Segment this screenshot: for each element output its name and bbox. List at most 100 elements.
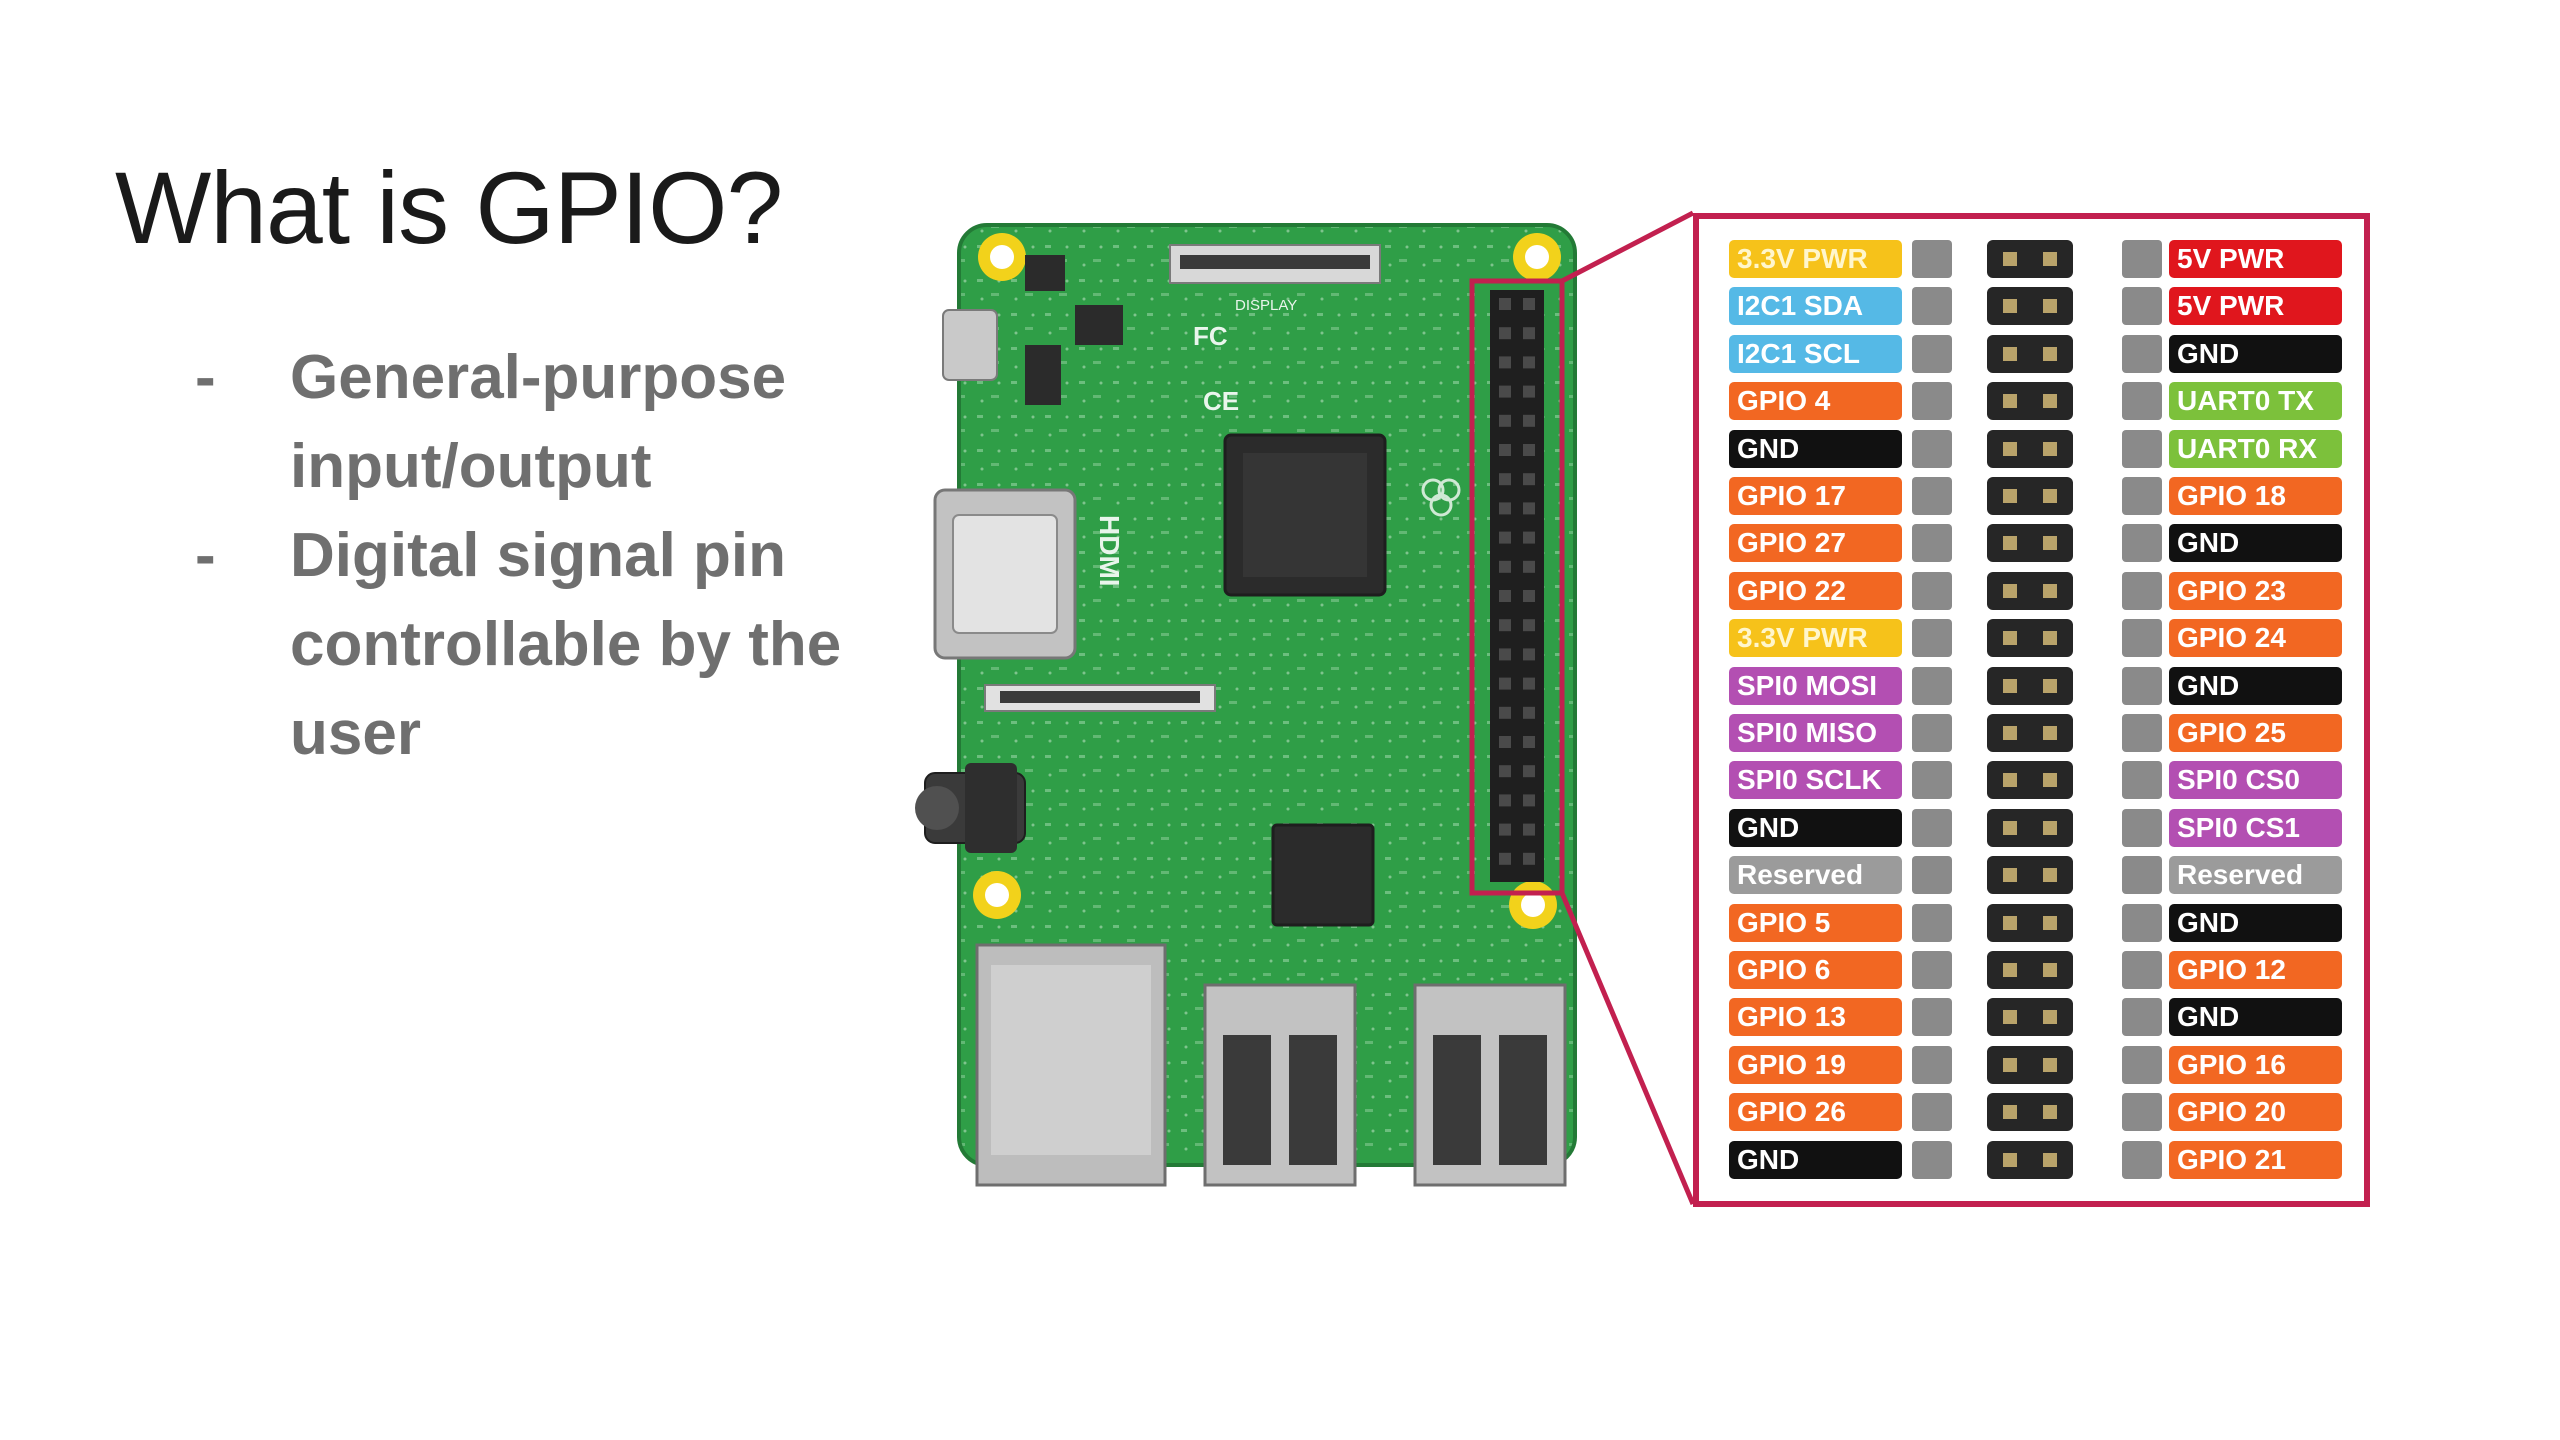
raspberry-pi-board: DISPLAY FC CE HDMI	[915, 210, 1696, 1205]
pin-label-left: GPIO 4	[1729, 382, 1902, 421]
pin-label-left: I2C1 SCL	[1729, 334, 1902, 373]
header-pin	[1499, 677, 1511, 690]
pin-row: GPIO 19 GPIO 16	[1699, 1045, 2364, 1084]
pin-marker-left	[1912, 524, 1952, 563]
pin-marker-right	[2122, 903, 2162, 942]
pin-marker-right	[2122, 1140, 2162, 1179]
header-pin	[1523, 852, 1535, 865]
header-pin	[1499, 502, 1511, 515]
pin-marker-left	[1912, 240, 1952, 278]
pin-marker-right	[2122, 619, 2162, 658]
pin-label-right: GPIO 24	[2169, 619, 2342, 658]
pin-label-left: SPI0 MOSI	[1729, 666, 1902, 705]
bullet-item: - Digital signal pin controllable by the…	[195, 511, 885, 778]
pin-marker-left	[1912, 998, 1952, 1037]
pin-marker-left	[1912, 1140, 1952, 1179]
pin-marker-left	[1912, 1093, 1952, 1132]
header-pin-pair	[1987, 477, 2073, 515]
pin-marker-right	[2122, 477, 2162, 515]
header-pin	[1523, 677, 1535, 690]
pin-marker-left	[1912, 1045, 1952, 1084]
slide-title: What is GPIO?	[115, 151, 783, 265]
pin-marker-right	[2122, 334, 2162, 373]
bullet-text: Digital signal pin controllable by the u…	[290, 521, 842, 768]
header-pin	[1523, 298, 1535, 310]
header-pin	[1523, 473, 1535, 486]
header-pin	[1499, 794, 1511, 807]
pin-marker-right	[2122, 856, 2162, 895]
pin-marker-left	[1912, 619, 1952, 658]
display-label: DISPLAY	[1235, 297, 1297, 314]
header-pin	[1499, 706, 1511, 719]
header-pin-pair	[1987, 382, 2073, 421]
pin-label-left: GND	[1729, 1140, 1902, 1179]
header-pin	[1499, 385, 1511, 398]
header-pin	[1523, 560, 1535, 573]
pin-label-right: GPIO 16	[2169, 1045, 2342, 1084]
pin-label-left: GPIO 22	[1729, 571, 1902, 610]
header-pin	[1499, 444, 1511, 456]
header-pin	[1523, 823, 1535, 836]
header-pin	[1523, 502, 1535, 515]
pin-label-right: UART0 RX	[2169, 429, 2342, 468]
ce-mark: CE	[1203, 386, 1239, 416]
usb-ports	[1203, 983, 1567, 1187]
bullet-list: - General-purpose input/output - Digital…	[195, 333, 885, 778]
pin-label-right: GND	[2169, 998, 2342, 1037]
header-pin-pair	[1987, 571, 2073, 610]
header-pin	[1523, 648, 1535, 661]
header-pin	[1523, 327, 1535, 340]
header-pin-pair	[1987, 1140, 2073, 1179]
pin-row: I2C1 SCL GND	[1699, 334, 2364, 373]
header-pin	[1499, 531, 1511, 544]
header-pin	[1499, 823, 1511, 836]
pin-marker-left	[1912, 903, 1952, 942]
pin-marker-left	[1912, 808, 1952, 847]
pin-marker-right	[2122, 761, 2162, 800]
pin-label-left: GND	[1729, 808, 1902, 847]
pin-marker-right	[2122, 666, 2162, 705]
pin-row: GPIO 27 GND	[1699, 524, 2364, 563]
header-pin-pair	[1987, 761, 2073, 800]
header-pin	[1499, 560, 1511, 573]
pin-label-left: GPIO 17	[1729, 477, 1902, 515]
header-pin-pair	[1987, 714, 2073, 752]
pin-label-right: SPI0 CS1	[2169, 808, 2342, 847]
header-pin-pair	[1987, 856, 2073, 895]
pin-marker-left	[1912, 571, 1952, 610]
header-pin	[1499, 327, 1511, 340]
pin-label-right: GND	[2169, 524, 2342, 563]
bullet-text: General-purpose input/output	[290, 343, 787, 501]
pin-label-right: GND	[2169, 666, 2342, 705]
bullet-dash: -	[195, 343, 216, 412]
pin-marker-left	[1912, 714, 1952, 752]
pin-row: GND GPIO 21	[1699, 1140, 2364, 1179]
pin-label-left: GPIO 19	[1729, 1045, 1902, 1084]
pin-label-right: GPIO 25	[2169, 714, 2342, 752]
pin-row: SPI0 MOSI GND	[1699, 666, 2364, 705]
pin-marker-right	[2122, 240, 2162, 278]
pin-label-right: GND	[2169, 334, 2342, 373]
raspberry-logo-icon	[1421, 478, 1461, 517]
pin-label-right: GPIO 21	[2169, 1140, 2342, 1179]
micro-usb-port	[942, 309, 998, 381]
pin-marker-left	[1912, 429, 1952, 468]
pin-label-left: GPIO 27	[1729, 524, 1902, 563]
pin-marker-left	[1912, 287, 1952, 326]
header-pin	[1499, 414, 1511, 427]
header-pin-pair	[1987, 619, 2073, 658]
pin-marker-left	[1912, 477, 1952, 515]
